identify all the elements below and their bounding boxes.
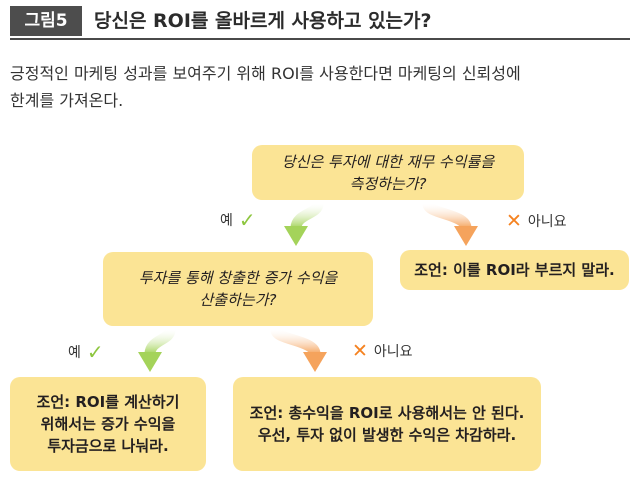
figure-label: 그림5: [10, 6, 82, 36]
advice-2-line-2: 위해서는 증가 수익을: [40, 415, 176, 433]
advice-1-text: 조언: 이를 ROI라 부르지 말라.: [414, 261, 615, 279]
answer-yes-1: 예 ✓: [220, 208, 256, 232]
answer-yes-2-label: 예: [68, 345, 81, 361]
intro-text: 긍정적인 마케팅 성과를 보여주기 위해 ROI를 사용한다면 마케팅의 신뢰성…: [10, 60, 630, 114]
question-2-line-1: 투자를 통해 창출한 증가 수익을: [138, 269, 338, 287]
advice-3-line-1: 조언: 총수익을 ROI로 사용해서는 안 된다.: [249, 404, 525, 422]
question-1-line-2: 측정하는가?: [349, 174, 427, 193]
question-1-line-1: 당신은 투자에 대한 재무 수익률을: [281, 152, 495, 171]
advice-2-line-1: 조언: ROI를 계산하기: [36, 393, 180, 411]
check-icon: ✓: [86, 340, 104, 364]
yes-arrow-2: [138, 328, 176, 372]
check-icon: ✓: [238, 208, 256, 232]
advice-3-box: 조언: 총수익을 ROI로 사용해서는 안 된다. 우선, 투자 없이 발생한 …: [233, 377, 541, 471]
figure-header: 그림5 당신은 ROI를 올바르게 사용하고 있는가?: [10, 6, 630, 40]
question-2-line-2: 산출하는가?: [199, 291, 277, 309]
advice-1-box: 조언: 이를 ROI라 부르지 말라.: [400, 250, 629, 290]
answer-no-2: ✕ 아니요: [352, 340, 413, 362]
advice-2-line-3: 투자금으로 나눠라.: [47, 437, 169, 455]
answer-no-2-label: 아니요: [373, 344, 413, 360]
cross-icon: ✕: [352, 340, 368, 362]
intro-line-1: 긍정적인 마케팅 성과를 보여주기 위해 ROI를 사용한다면 마케팅의 신뢰성…: [10, 64, 521, 83]
answer-no-1-label: 아니요: [527, 214, 567, 230]
intro-line-2: 한계를 가져온다.: [10, 91, 124, 110]
no-arrow-1: [422, 201, 478, 246]
figure-title: 당신은 ROI를 올바르게 사용하고 있는가?: [94, 10, 432, 32]
answer-yes-2: 예 ✓: [68, 340, 104, 364]
advice-2-box: 조언: ROI를 계산하기 위해서는 증가 수익을 투자금으로 나눠라.: [10, 377, 206, 471]
answer-yes-1-label: 예: [220, 213, 233, 229]
cross-icon: ✕: [506, 210, 522, 232]
no-arrow-2: [270, 327, 327, 372]
question-2-box: 투자를 통해 창출한 증가 수익을 산출하는가?: [103, 252, 373, 326]
question-1-box: 당신은 투자에 대한 재무 수익률을 측정하는가?: [252, 145, 524, 200]
answer-no-1: ✕ 아니요: [506, 210, 567, 232]
advice-3-line-2: 우선, 투자 없이 발생한 수익은 차감하라.: [257, 426, 517, 444]
yes-arrow-1: [284, 202, 324, 246]
